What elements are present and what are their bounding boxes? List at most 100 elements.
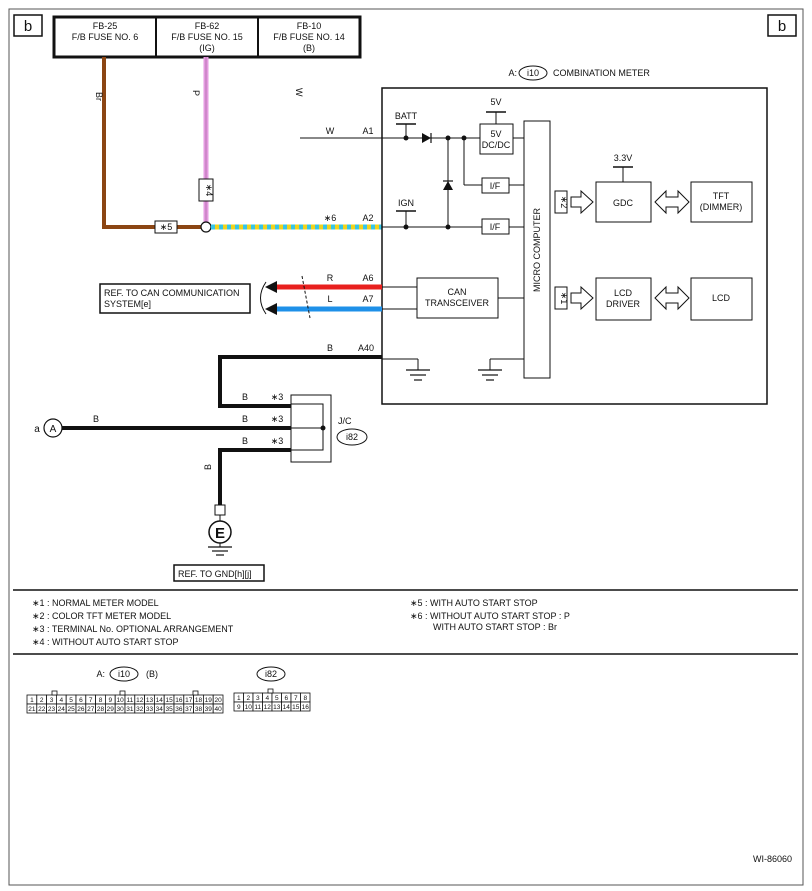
connector-i82-cell (300, 701, 311, 712)
connector-i10-pin-label: 2 (40, 697, 44, 704)
connector-i10-pin-label: 24 (58, 706, 66, 713)
connector-i10-pin-label: 20 (214, 697, 222, 704)
wire-a40-color: B (327, 343, 333, 353)
connector-i10-pin-label: 14 (156, 697, 164, 704)
note-4-mark: ∗4 (32, 637, 45, 647)
connector-i10-header: A: i10 (B) (96, 666, 158, 682)
fuse-2-id: FB-62 (195, 21, 220, 31)
connector-i10-prefix: A: (96, 669, 105, 679)
pin-a2-label: A2 (362, 213, 373, 223)
connector-i82-pin-label: 1 (237, 695, 241, 702)
connector-i10-pin-label: 27 (87, 706, 95, 713)
connector-i10-pin-label: 39 (205, 706, 213, 713)
connector-i10-pin-label: 22 (38, 706, 46, 713)
arrow-to-gdc (570, 189, 594, 215)
mark-5-text: ∗5 (160, 222, 173, 232)
connector-i10-pin-label: 3 (50, 697, 54, 704)
dcdc-label-2: DC/DC (482, 140, 511, 150)
connector-i82-pin-label: 3 (256, 695, 260, 702)
connector-i82-pin-label: 7 (294, 695, 298, 702)
connector-i10-pin-label: 9 (108, 697, 112, 704)
wire-br (102, 57, 206, 229)
connector-i10-pin-label: 15 (165, 697, 173, 704)
connector-i10-pin-label: 6 (79, 697, 83, 704)
page-frame (8, 8, 804, 886)
connector-i82-name: i82 (265, 669, 277, 679)
note-1-mark: ∗1 (32, 598, 45, 608)
connector-i10-key (51, 690, 58, 696)
fuse-2-name: F/B FUSE NO. 15 (171, 32, 243, 42)
mark-4-box: ∗4 (198, 178, 214, 202)
note-3-text: : TERMINAL No. OPTIONAL ARRANGEMENT (47, 624, 234, 634)
wire-l-label: L (327, 294, 332, 304)
gdc-block: GDC (595, 181, 652, 223)
note-6-mark: ∗6 (410, 611, 423, 621)
ground-wire-color: B (203, 464, 213, 470)
ground-e: E (215, 525, 225, 542)
arrow-gdc-tft (654, 189, 690, 215)
wire-p-label: P (191, 90, 201, 96)
connector-i82-pin-label: 10 (245, 704, 253, 711)
figure-id: WI-86060 (753, 854, 792, 864)
arrow-can-l (265, 303, 277, 315)
can-label-1: CAN (447, 287, 466, 297)
section-tag-left: b (13, 14, 43, 37)
jc-wire-1-color: B (242, 392, 248, 402)
connector-i10-cell (212, 703, 224, 714)
if-bottom-label: I/F (490, 222, 501, 232)
connector-i10-pin-label: 23 (48, 706, 56, 713)
note-6b-text: WITH AUTO START STOP : Br (433, 622, 557, 632)
mark-5-box: ∗5 (154, 220, 178, 234)
fuse-3-id: FB-10 (297, 21, 322, 31)
connector-i82-pin-label: 12 (264, 704, 272, 711)
connector-i82-pin-label: 13 (273, 704, 281, 711)
section-tag-right: b (767, 14, 797, 37)
dcdc-label-1: 5V (490, 129, 501, 139)
micro-computer-block: MICRO COMPUTER (523, 120, 551, 379)
connector-i82-pin-label: 11 (254, 704, 261, 711)
connector-i10-pin-label: 18 (195, 697, 203, 704)
connector-i10-pin-label: 26 (77, 706, 85, 713)
connector-i10-name: i10 (118, 669, 130, 679)
connector-i82-pin-label: 8 (303, 695, 307, 702)
connector-i10-pin-label: 1 (30, 697, 34, 704)
connector-i10-pin-label: 25 (67, 706, 75, 713)
pin-a1-label: A1 (362, 126, 373, 136)
jc-wire-2-color: B (242, 414, 248, 424)
ground-terminal (214, 504, 226, 516)
ign-label: IGN (398, 198, 414, 208)
jc-wire-3-color: B (242, 436, 248, 446)
connector-i10-pin-label: 34 (156, 706, 164, 713)
jc-connector: i82 (346, 432, 358, 442)
note-5-mark: ∗5 (410, 598, 423, 608)
connector-i82-pin-label: 6 (284, 695, 288, 702)
note-5-text: : WITH AUTO START STOP (425, 598, 538, 608)
connector-i10-key (192, 690, 199, 696)
ground-ref-text: REF. TO GND[h][j] (178, 569, 252, 579)
connector-i10-pin-label: 36 (175, 706, 183, 713)
fuse-1-id: FB-25 (93, 21, 118, 31)
joint-connector (290, 394, 332, 463)
tft-block: TFT (DIMMER) (690, 181, 753, 223)
mark-4-text: ∗4 (204, 184, 214, 197)
ground-ref-box: REF. TO GND[h][j] (173, 564, 265, 582)
diode-2 (443, 181, 453, 190)
connector-a-circle (43, 418, 63, 438)
if-top-label: I/F (490, 181, 501, 191)
connector-i10-pin-label: 33 (146, 706, 154, 713)
connector-i10-pin-label: 35 (165, 706, 173, 713)
pin-a7-label: A7 (362, 294, 373, 304)
if-block-bottom: I/F (481, 218, 510, 235)
connector-i10-pin-label: 4 (59, 697, 63, 704)
connector-i10-pin-label: 30 (116, 706, 124, 713)
arrow-driver-lcd (654, 285, 690, 311)
connector-i82-pin-label: 5 (275, 695, 279, 702)
section-tag-right-text: b (778, 18, 786, 35)
arrow-to-lcd-driver (570, 285, 594, 311)
connector-i10-pin-label: 13 (146, 697, 154, 704)
connector-i82-pin-label: 14 (283, 704, 291, 711)
connector-a: A (50, 424, 57, 435)
gdc-label: GDC (613, 198, 634, 208)
note-6-text: : WITHOUT AUTO START STOP : P (425, 611, 570, 621)
note-4-text: : WITHOUT AUTO START STOP (47, 637, 179, 647)
